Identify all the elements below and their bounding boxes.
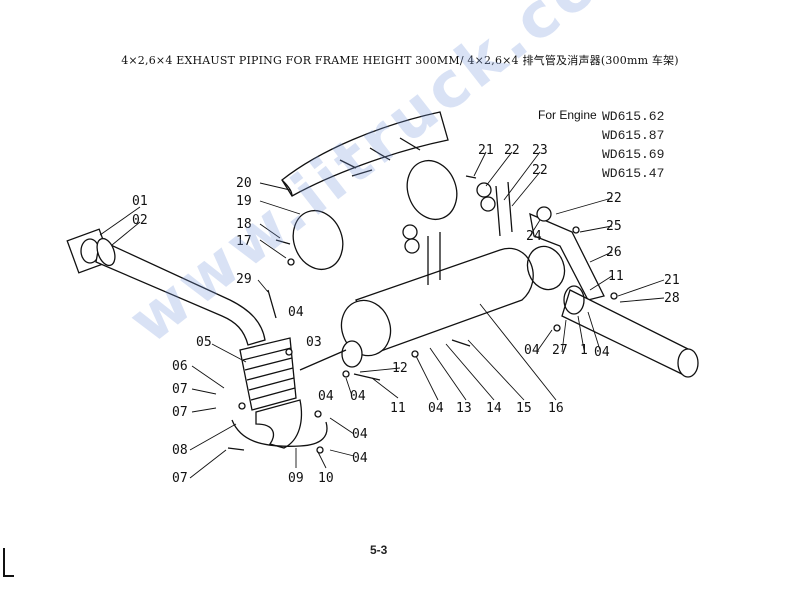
engine-model: WD615.62 — [602, 109, 665, 124]
part-label: 25 — [606, 219, 622, 234]
part-label: 22 — [532, 163, 548, 178]
part-label: 16 — [548, 401, 564, 416]
part-label: 26 — [606, 245, 622, 260]
part-label: 11 — [390, 401, 406, 416]
heat-shield — [281, 111, 449, 197]
diagram-title: 4×2,6×4 EXHAUST PIPING FOR FRAME HEIGHT … — [121, 54, 679, 67]
muffler-strap — [427, 232, 441, 285]
part-label: 15 — [516, 401, 532, 416]
part-label: 11 — [608, 269, 624, 284]
part-label: 04 — [352, 451, 368, 466]
part-label: 04 — [524, 343, 540, 358]
engine-model: WD615.69 — [602, 147, 665, 162]
part-label: 28 — [664, 291, 680, 306]
outlet-collar — [526, 245, 566, 291]
muffler-strap — [495, 181, 513, 237]
part-label: 04 — [318, 389, 334, 404]
part-label: 06 — [172, 359, 188, 374]
clamp-ring-left — [292, 209, 344, 271]
part-label: 09 — [288, 471, 304, 486]
part-label: 04 — [352, 427, 368, 442]
corner-mark — [3, 548, 14, 577]
part-label: 18 — [236, 217, 252, 232]
part-label: 05 — [196, 335, 212, 350]
part-label: 17 — [236, 234, 252, 249]
part-label: 1 — [580, 343, 588, 358]
flex-bellows — [239, 337, 297, 411]
clamp-ring-right — [406, 159, 458, 221]
part-labels: 01 02 20 19 18 17 29 04 03 05 06 07 07 0… — [132, 143, 680, 486]
part-label: 21 — [664, 273, 680, 288]
part-label: 04 — [428, 401, 444, 416]
muffler-bracket — [529, 212, 605, 301]
engine-list: WD615.62 WD615.87 WD615.69 WD615.47 — [602, 107, 664, 183]
part-label: 27 — [552, 343, 568, 358]
part-label: 13 — [456, 401, 472, 416]
part-label: 04 — [350, 389, 366, 404]
part-label: 07 — [172, 382, 188, 397]
part-label: 22 — [504, 143, 520, 158]
part-label: 10 — [318, 471, 334, 486]
part-label: 04 — [594, 345, 610, 360]
engine-model: WD615.47 — [602, 166, 665, 181]
part-label: 19 — [236, 194, 252, 209]
part-label: 01 — [132, 194, 148, 209]
leader-lines — [99, 151, 665, 479]
part-label: 07 — [172, 405, 188, 420]
part-label: 04 — [288, 305, 304, 320]
part-label: 22 — [606, 191, 622, 206]
part-label: 03 — [306, 335, 322, 350]
rubber-bushings — [402, 182, 552, 254]
engine-label: For Engine — [538, 108, 597, 122]
part-label: 12 — [392, 361, 408, 376]
part-label: 21 — [478, 143, 494, 158]
part-label: 02 — [132, 213, 148, 228]
tail-pipe — [561, 285, 699, 378]
part-label: 08 — [172, 443, 188, 458]
part-label: 23 — [532, 143, 548, 158]
exhaust-pipe — [95, 237, 266, 346]
muffler-body — [299, 247, 534, 371]
fasteners — [227, 175, 618, 454]
part-label: 20 — [236, 176, 252, 191]
part-label: 07 — [172, 471, 188, 486]
page-mark: 5-3 — [370, 543, 388, 557]
part-label: 24 — [526, 229, 542, 244]
part-label: 14 — [486, 401, 502, 416]
engine-model: WD615.87 — [602, 128, 665, 143]
clamp-strap — [231, 419, 328, 447]
part-label: 29 — [236, 272, 252, 287]
